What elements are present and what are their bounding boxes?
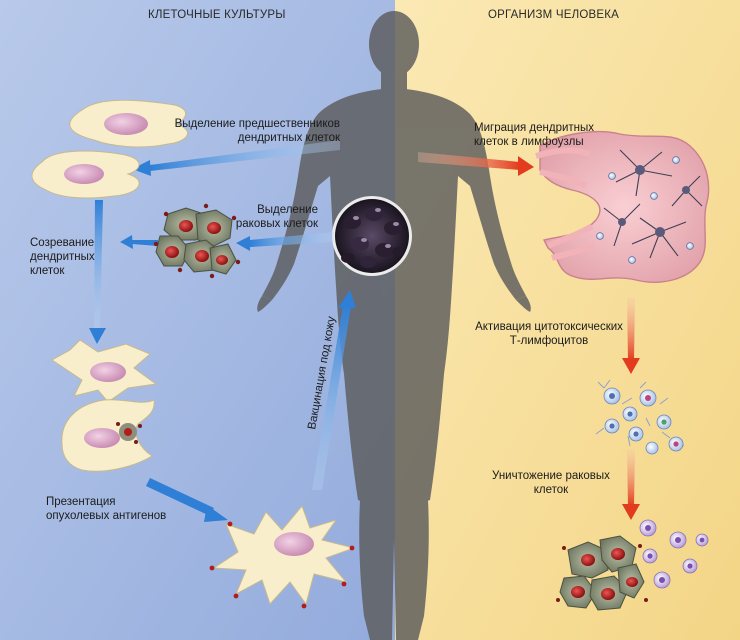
label-line: Созревание <box>30 237 95 249</box>
maturing-dendritic-cells <box>51 339 158 472</box>
dendritic-precursor-cells <box>31 99 189 199</box>
human-silhouette <box>257 11 531 640</box>
label-line: опухолевых антигенов <box>46 510 167 522</box>
cancer-cell-cluster <box>153 203 241 279</box>
label-line: Презентация <box>46 496 116 508</box>
label-migration: Миграция дендритных клеток в лимфоузлы <box>474 121 594 149</box>
label-line: Т-лимфоцитов <box>509 335 589 347</box>
t-lymphocyte-cluster <box>595 379 685 455</box>
header-human-body: ОРГАНИЗМ ЧЕЛОВЕКА <box>488 9 619 21</box>
label-line: клеток <box>533 484 569 496</box>
arrows-blue <box>89 140 356 522</box>
label-line: Миграция дендритных <box>474 122 595 134</box>
label-line: Выделение <box>257 204 318 216</box>
header-cell-cultures: КЛЕТОЧНЫЕ КУЛЬТУРЫ <box>148 9 286 21</box>
label-presentation: Презентация опухолевых антигенов <box>46 495 166 523</box>
label-line: Выделение предшественников <box>174 118 340 130</box>
destroyed-cancer-cells <box>556 519 709 611</box>
lymph-node <box>535 130 710 283</box>
label-destruction: Уничтожение раковых клеток <box>486 469 616 497</box>
label-line: дендритных клеток <box>237 132 340 144</box>
label-line: Активация цитотоксических <box>475 321 623 333</box>
label-maturation: Созревание дендритных клеток <box>30 236 95 278</box>
label-line: Уничтожение раковых <box>492 470 610 482</box>
label-line: клеток <box>30 265 65 277</box>
mature-dendritic-cell <box>209 505 356 609</box>
tumor-sphere <box>332 196 412 276</box>
label-line: клеток в лимфоузлы <box>474 136 584 148</box>
label-line: раковых клеток <box>235 218 318 230</box>
antigen-fragment <box>116 422 142 444</box>
label-dc-precursors: Выделение предшественников дендритных кл… <box>170 117 340 145</box>
label-activation: Активация цитотоксических Т-лимфоцитов <box>464 320 634 348</box>
label-cancer-isolation: Выделение раковых клеток <box>218 203 318 231</box>
arrows-red <box>418 152 640 520</box>
label-line: дендритных <box>30 251 95 263</box>
killer-cells <box>639 519 709 589</box>
